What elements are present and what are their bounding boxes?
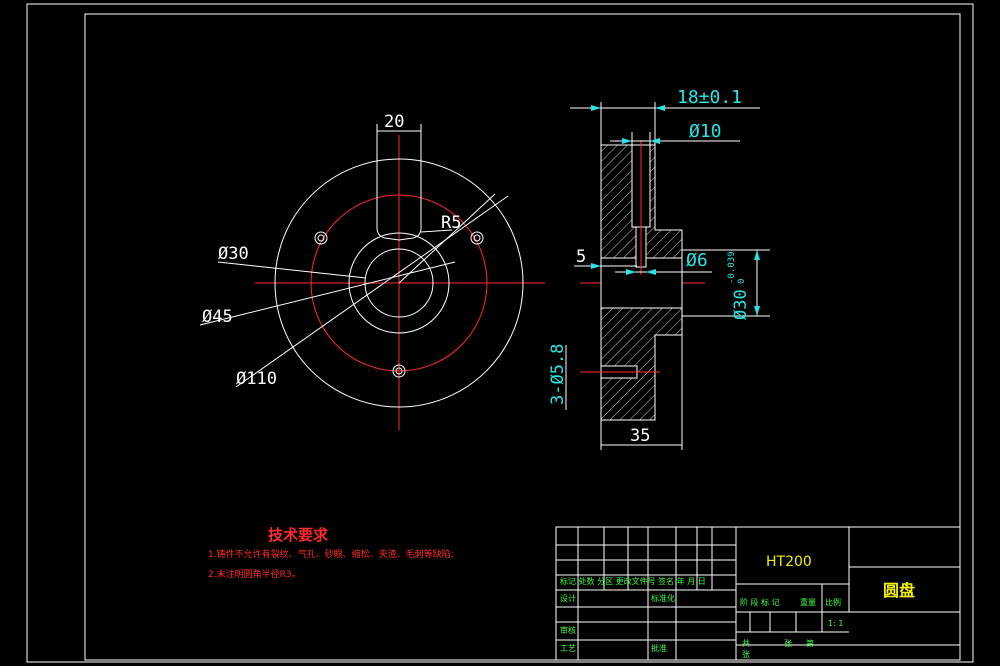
side-view: 18±0.1 Ø10 5 Ø6 Ø30 -0.039 0 3-Ø5.: [548, 87, 770, 450]
r5-leader-b: [420, 229, 453, 233]
standardize-label: 标准化: [651, 593, 675, 603]
dim18-arrow-right: [655, 105, 665, 111]
outer-border: [26, 3, 974, 663]
bolt-hole-bottom: [392, 364, 406, 378]
dia10-label: Ø10: [689, 121, 722, 142]
bolt-hole-left: [314, 231, 328, 245]
slot-outline: [376, 158, 422, 241]
hub-circle-45: [348, 232, 450, 334]
dim10-arrow-right: [650, 138, 660, 144]
tech-req-title: 技术要求: [268, 526, 329, 544]
sheets-total-label: 共: [742, 639, 750, 648]
dia45-leader: [199, 261, 456, 326]
dia30-label: Ø30: [218, 244, 249, 264]
bore-circle-30: [364, 248, 434, 318]
scale-value: 1: 1: [828, 619, 843, 628]
inner-border: [84, 13, 961, 661]
bore-arrow-bottom: [754, 306, 760, 316]
sheet-no-label: 第: [806, 638, 814, 648]
dim6-arrow-right: [646, 269, 656, 275]
stage-mark-label: 阶 段 标 记: [740, 597, 780, 607]
radius-label: R5: [441, 213, 461, 233]
sheets-word-label: 张: [784, 639, 792, 648]
review-label: 审核: [560, 625, 576, 635]
bolt-circle: [310, 194, 488, 372]
row-headers: 标记 处数 分区 更改文件号 签名 年 月 日: [560, 576, 706, 586]
lower-section: [600, 307, 683, 421]
material-label: HT200: [766, 554, 812, 570]
sheet-word2-label: 张: [742, 650, 750, 659]
weight-label: 重量: [800, 597, 816, 607]
dia30-leader: [217, 261, 367, 279]
title-block: [555, 526, 961, 661]
slot-width-label: 20: [384, 112, 404, 132]
process-label: 工艺: [560, 644, 576, 653]
part-name-label: 圆盘: [883, 581, 915, 600]
tech-req-line1: 1.铸件不允许有裂纹、气孔、砂眼、缩松、夹渣、毛刺等缺陷;: [208, 548, 454, 560]
bore-arrow-top: [754, 250, 760, 260]
width35-label: 35: [630, 426, 650, 446]
front-view: 20 R5 Ø30 Ø45 Ø110: [199, 112, 545, 430]
dim5-arrow: [591, 263, 601, 269]
design-label: 设计: [560, 593, 576, 603]
outer-circle-110: [274, 158, 524, 408]
holes-label: 3-Ø5.8: [548, 344, 568, 405]
dim6-arrow-left: [626, 269, 636, 275]
dia6-label: Ø6: [686, 250, 708, 271]
dia110-leader: [235, 195, 509, 388]
bore-main-label: Ø30: [731, 289, 751, 320]
dia45-label: Ø45: [202, 307, 233, 327]
title-block-text: HT200 圆盘 标记 处数 分区 更改文件号 签名 年 月 日 设计 标准化 …: [560, 554, 915, 659]
tech-requirements: 技术要求 1.铸件不允许有裂纹、气孔、砂眼、缩松、夹渣、毛刺等缺陷; 2.未注明…: [208, 526, 454, 580]
tech-req-line2: 2.未注明圆角半径R3。: [208, 568, 301, 580]
bore-upper-tol: -0.039: [727, 251, 737, 284]
bore-lower-tol: 0: [737, 279, 747, 284]
approve-label: 批准: [651, 643, 667, 653]
step5-label: 5: [576, 247, 586, 267]
dim18-arrow-left: [591, 105, 601, 111]
scale-label: 比例: [825, 597, 841, 607]
length-tol-label: 18±0.1: [677, 87, 742, 108]
bolt-hole-right: [470, 231, 484, 245]
dim10-arrow-left: [622, 138, 632, 144]
dia110-label: Ø110: [236, 369, 277, 389]
